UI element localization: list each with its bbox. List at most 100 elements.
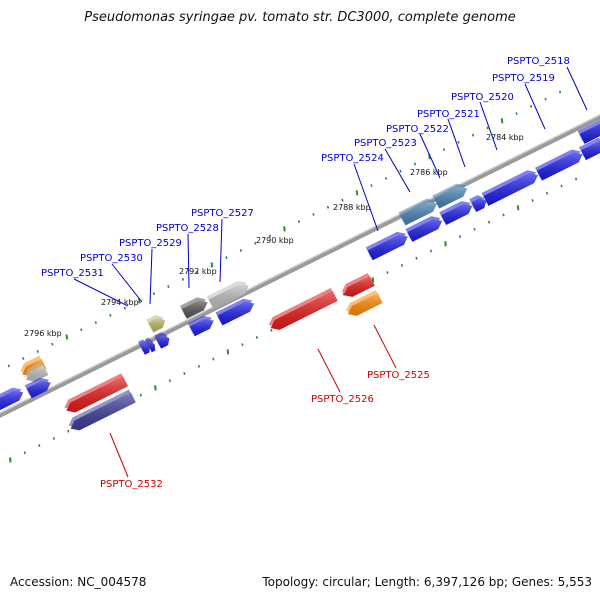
cds-2522-shade (400, 201, 438, 226)
outer-tick (457, 140, 460, 144)
kbp-label-2790: 2790 kbp (256, 236, 294, 245)
cds-2519[interactable] (535, 149, 583, 181)
outer-tick (36, 349, 39, 353)
cds-2523[interactable] (439, 201, 473, 226)
outer-tick (544, 97, 547, 101)
outer-tick (442, 148, 446, 152)
outer-tick (138, 298, 141, 304)
cds-2518b[interactable] (579, 137, 600, 161)
accession-text: Accession: NC_004578 (10, 575, 147, 589)
outer-tick (196, 270, 199, 274)
cds-left-c-shade (26, 380, 51, 399)
inner-tick (487, 220, 491, 224)
cds-2522[interactable] (398, 198, 438, 226)
cds-2520b-shade (471, 198, 487, 213)
inner-tick (168, 379, 171, 383)
inner-tick (531, 199, 534, 202)
outer-tick (370, 184, 373, 188)
cds-2518[interactable] (577, 116, 600, 144)
inner-tick (444, 241, 447, 247)
cds-2523b[interactable] (405, 216, 443, 242)
outer-tick (254, 241, 257, 245)
cds-2530[interactable] (154, 332, 170, 349)
outer-tick (239, 249, 242, 252)
minus-gene-labels: PSPTO_2525 PSPTO_2526 PSPTO_2532 (100, 370, 430, 490)
kbp-label-2796: 2796 kbp (24, 329, 62, 338)
genome-summary-text: Topology: circular; Length: 6,397,126 bp… (262, 575, 592, 589)
outer-tick (341, 198, 344, 202)
outer-tick (51, 342, 54, 346)
outer-tick (399, 169, 402, 173)
leader-2519 (524, 83, 546, 130)
gene-label-2526[interactable]: PSPTO_2526 (311, 394, 374, 405)
leader-2532 (109, 432, 129, 478)
leader-2521 (447, 118, 466, 168)
inner-tick (516, 205, 520, 211)
cds-2527[interactable] (206, 280, 249, 310)
cds-2528b[interactable] (187, 315, 214, 337)
cds-2525[interactable] (345, 290, 383, 316)
outer-tick (312, 213, 315, 216)
cds-2527b-shade (217, 301, 255, 326)
outer-tick (123, 306, 126, 310)
cds-2524[interactable] (365, 231, 408, 261)
gene-label-2520[interactable]: PSPTO_2520 (451, 92, 514, 103)
cds-2532b[interactable] (68, 389, 136, 431)
cds-2526-shade (270, 291, 338, 330)
gene-label-2519[interactable]: PSPTO_2519 (492, 73, 555, 84)
gene-label-2524[interactable]: PSPTO_2524 (321, 153, 384, 164)
kbp-label-2792: 2792 kbp (179, 267, 217, 276)
outer-tick (225, 256, 228, 260)
leader-2520 (479, 101, 498, 151)
outer-tick (22, 357, 25, 361)
inner-tick (574, 177, 578, 181)
cds-2529[interactable] (146, 315, 166, 333)
leader-2531 (73, 278, 129, 307)
inner-tick (38, 444, 41, 448)
inner-tick (67, 429, 70, 433)
cds-2520b[interactable] (469, 195, 487, 213)
inner-tick (400, 263, 404, 267)
map-title: Pseudomonas syringae pv. tomato str. DC3… (84, 10, 516, 25)
inner-tick (458, 235, 462, 239)
cds-2531[interactable] (137, 339, 150, 355)
leader-2525 (373, 324, 397, 369)
cds-2521[interactable] (432, 183, 468, 209)
cds-2525-shade (347, 293, 383, 316)
leader-2527 (219, 218, 223, 283)
outer-tick (297, 220, 301, 224)
inner-tick (154, 385, 157, 391)
gene-label-2529[interactable]: PSPTO_2529 (119, 238, 182, 249)
gene-label-2522[interactable]: PSPTO_2522 (386, 124, 449, 135)
genome-backbone-highlight (0, 114, 600, 414)
cds-2532[interactable] (64, 373, 128, 413)
cds-left-c[interactable] (24, 377, 51, 399)
cds-2526[interactable] (268, 288, 338, 330)
cds-2525b[interactable] (341, 272, 375, 297)
cds-2520[interactable] (481, 170, 538, 206)
gene-label-2532[interactable]: PSPTO_2532 (100, 479, 163, 490)
outer-tick (268, 234, 272, 238)
leader-2523 (384, 148, 411, 193)
cds-2530-shade (156, 335, 170, 349)
minus-label-leaders (109, 324, 397, 478)
gene-label-2530[interactable]: PSPTO_2530 (80, 253, 143, 264)
inner-tick (139, 393, 142, 397)
cds-left-b[interactable] (24, 362, 49, 382)
gene-label-2528[interactable]: PSPTO_2528 (156, 223, 219, 234)
cds-2520-shade (483, 173, 538, 206)
cds-2530b[interactable] (144, 337, 156, 353)
cds-2518-shade (579, 123, 600, 144)
gene-label-2531[interactable]: PSPTO_2531 (41, 268, 104, 279)
plus-gene-labels: PSPTO_2518 PSPTO_2519 PSPTO_2520 PSPTO_2… (41, 56, 570, 279)
gene-label-2527[interactable]: PSPTO_2527 (191, 208, 254, 219)
gene-label-2523[interactable]: PSPTO_2523 (354, 138, 417, 149)
inner-tick (241, 343, 244, 347)
outer-tick (167, 285, 170, 288)
cds-2527b[interactable] (215, 298, 255, 326)
gene-label-2525[interactable]: PSPTO_2525 (367, 370, 430, 381)
gene-label-2521[interactable]: PSPTO_2521 (417, 109, 480, 120)
gene-label-2518[interactable]: PSPTO_2518 (507, 56, 570, 67)
cds-2528[interactable] (179, 297, 208, 319)
cds-left-d[interactable] (0, 387, 24, 413)
